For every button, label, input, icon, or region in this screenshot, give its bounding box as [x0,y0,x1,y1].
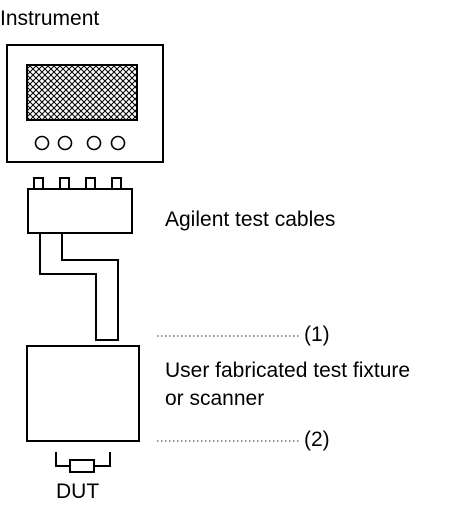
connector-icon-2 [59,177,70,190]
dut-icon [55,452,111,473]
test-cables-label: Agilent test cables [165,208,336,231]
knob-icon-1 [34,135,50,151]
test-fixture-label: User fabricated test fixture or scanner [165,357,465,414]
test-cable [39,233,119,341]
instrument-label: Instrument [0,7,100,30]
test-cables-connectors [33,177,122,190]
knob-icon-4 [110,135,126,151]
dut-label: DUT [56,480,100,503]
knobs [34,135,126,151]
reference-marker-1: (1) [304,323,330,346]
knob-icon-2 [57,135,73,151]
connector-icon-1 [33,177,44,190]
test-fixture-label-line1: User fabricated test fixture [165,359,411,382]
reference-marker-2: (2) [304,428,330,451]
connector-icon-3 [85,177,96,190]
screen-icon [26,64,138,121]
test-cables-block [27,188,133,234]
connector-icon-4 [111,177,122,190]
test-fixture-label-line2: or scanner [165,387,265,411]
knob-icon-3 [86,135,102,151]
test-fixture-box [26,345,140,442]
